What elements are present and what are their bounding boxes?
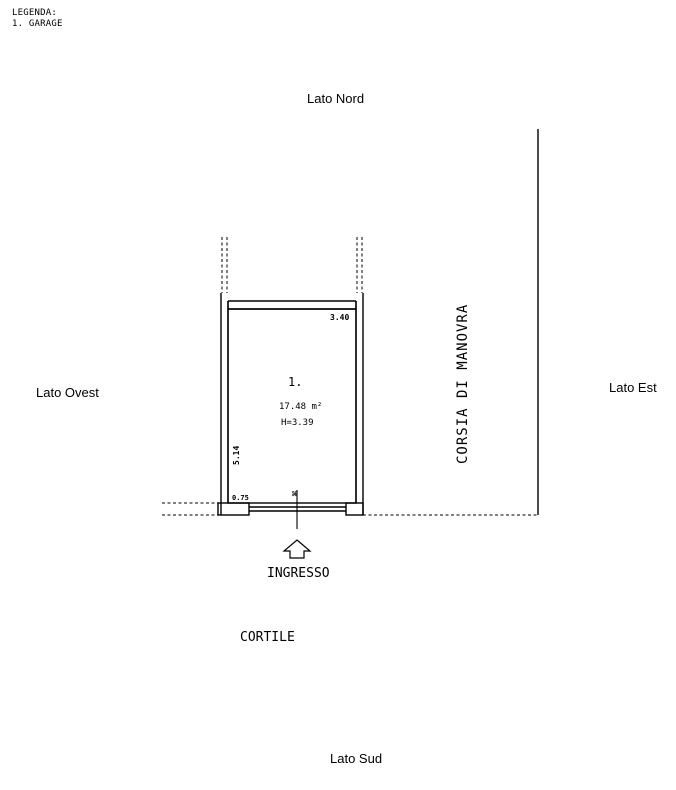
dimension-door: 0.75 bbox=[232, 494, 249, 502]
side-label-west: Lato Ovest bbox=[36, 385, 99, 400]
room-height: H=3.39 bbox=[281, 418, 314, 428]
room-number: 1. bbox=[288, 375, 302, 389]
side-label-east: Lato Est bbox=[609, 380, 657, 395]
wall-continuation-north bbox=[221, 237, 363, 293]
entrance-label: INGRESSO bbox=[267, 566, 330, 581]
dimension-width: 3.40 bbox=[330, 313, 349, 322]
side-label-north: Lato Nord bbox=[307, 91, 365, 106]
side-label-south: Lato Sud bbox=[330, 751, 383, 766]
legend-title: LEGENDA: bbox=[12, 8, 57, 18]
entrance-arrow-icon bbox=[282, 539, 312, 559]
door-symbol-icon: ⌘ bbox=[292, 490, 298, 500]
dimension-length: 5.14 bbox=[232, 446, 241, 465]
room-area: 17.48 m² bbox=[279, 402, 322, 412]
legend-item-garage: 1. GARAGE bbox=[12, 19, 63, 29]
garage-walls bbox=[220, 293, 364, 515]
courtyard-boundary bbox=[162, 502, 537, 516]
corridor-label: CORSIA DI MANOVRA bbox=[455, 304, 471, 464]
legend: LEGENDA: 1. GARAGE bbox=[12, 8, 63, 30]
garage-entrance-wall bbox=[217, 502, 364, 516]
courtyard-label: CORTILE bbox=[240, 630, 295, 645]
